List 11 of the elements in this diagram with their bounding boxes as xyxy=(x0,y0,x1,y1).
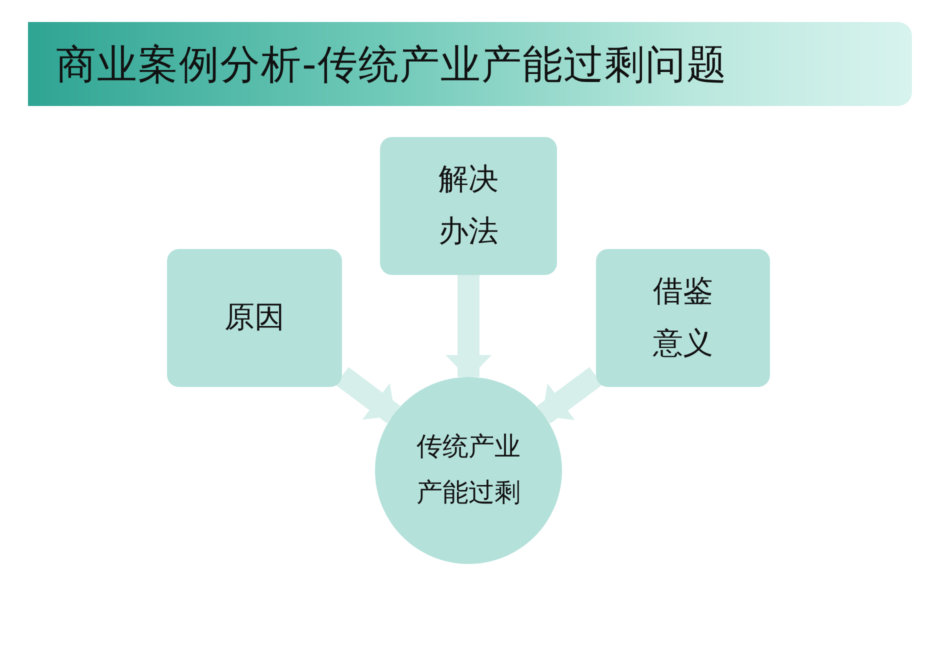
node-label: 解决办法 xyxy=(438,160,500,251)
node-label: 传统产业产能过剩 xyxy=(416,431,522,510)
block-arrow xyxy=(537,367,603,424)
topic-box xyxy=(596,249,770,387)
topic-box xyxy=(380,137,557,275)
node-label: 借鉴意义 xyxy=(652,272,714,363)
title: 商业案例分析-传统产业产能过剩问题 xyxy=(56,40,728,90)
node-label: 原因 xyxy=(224,298,286,337)
block-arrow xyxy=(335,367,400,424)
block-arrow xyxy=(446,275,492,379)
topic-box xyxy=(167,249,342,387)
